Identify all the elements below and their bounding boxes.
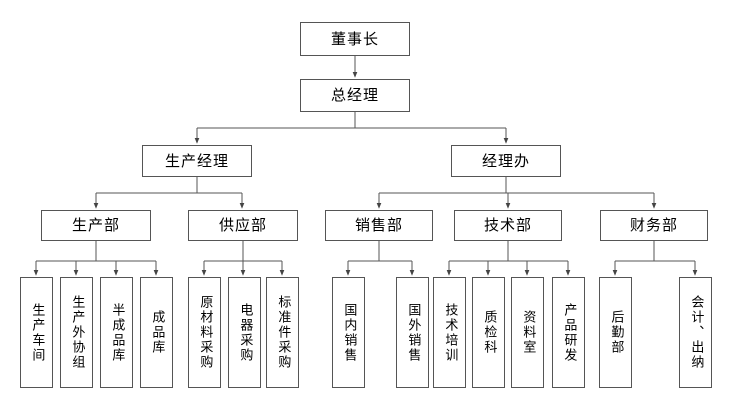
node-label: 生产外协组 bbox=[69, 295, 85, 370]
node-label: 后勤部 bbox=[608, 310, 624, 355]
node-overseas-sales[interactable]: 国外销售 bbox=[396, 277, 429, 388]
node-label: 原材料采购 bbox=[197, 295, 213, 370]
node-archives-room[interactable]: 资料室 bbox=[511, 277, 544, 388]
node-label: 半成品库 bbox=[109, 302, 125, 363]
node-raw-material-purchasing[interactable]: 原材料采购 bbox=[188, 277, 221, 388]
node-general-manager[interactable]: 总经理 bbox=[300, 79, 410, 112]
node-domestic-sales[interactable]: 国内销售 bbox=[332, 277, 365, 388]
node-label: 生产车间 bbox=[29, 302, 45, 363]
node-sales-department[interactable]: 销售部 bbox=[325, 210, 433, 241]
node-technical-training[interactable]: 技术培训 bbox=[433, 277, 466, 388]
node-electrical-purchasing[interactable]: 电器采购 bbox=[228, 277, 261, 388]
node-label: 总经理 bbox=[330, 86, 379, 105]
node-label: 董事长 bbox=[330, 29, 379, 48]
node-label: 成品库 bbox=[149, 310, 165, 355]
node-label: 会计、出纳 bbox=[688, 295, 704, 370]
node-label: 生产部 bbox=[71, 216, 120, 235]
node-logistics-department[interactable]: 后勤部 bbox=[599, 277, 632, 388]
node-technical-department[interactable]: 技术部 bbox=[454, 210, 562, 241]
node-accounting-cashier[interactable]: 会计、出纳 bbox=[679, 277, 712, 388]
node-supply-department[interactable]: 供应部 bbox=[188, 210, 298, 241]
node-production-outsourcing-group[interactable]: 生产外协组 bbox=[60, 277, 93, 388]
node-semi-finished-warehouse[interactable]: 半成品库 bbox=[100, 277, 133, 388]
node-label: 标准件采购 bbox=[275, 295, 291, 370]
node-production-department[interactable]: 生产部 bbox=[41, 210, 151, 241]
node-manager-office[interactable]: 经理办 bbox=[451, 145, 561, 177]
node-label: 产品研发 bbox=[561, 302, 577, 363]
node-label: 质检科 bbox=[481, 310, 497, 355]
node-label: 技术部 bbox=[483, 216, 532, 235]
node-product-rnd[interactable]: 产品研发 bbox=[552, 277, 585, 388]
node-chairman[interactable]: 董事长 bbox=[300, 22, 410, 56]
node-label: 国外销售 bbox=[405, 302, 421, 363]
node-production-manager[interactable]: 生产经理 bbox=[142, 145, 252, 177]
node-finished-goods-warehouse[interactable]: 成品库 bbox=[140, 277, 173, 388]
node-quality-inspection-section[interactable]: 质检科 bbox=[472, 277, 505, 388]
node-label: 经理办 bbox=[481, 151, 530, 170]
node-label: 技术培训 bbox=[442, 302, 458, 363]
node-label: 资料室 bbox=[520, 310, 536, 355]
node-label: 电器采购 bbox=[237, 302, 253, 363]
node-finance-department[interactable]: 财务部 bbox=[600, 210, 708, 241]
node-label: 供应部 bbox=[218, 216, 267, 235]
node-label: 销售部 bbox=[354, 216, 403, 235]
node-label: 生产经理 bbox=[164, 151, 229, 170]
node-label: 财务部 bbox=[629, 216, 678, 235]
node-production-workshop[interactable]: 生产车间 bbox=[20, 277, 53, 388]
node-label: 国内销售 bbox=[341, 302, 357, 363]
node-standard-parts-purchasing[interactable]: 标准件采购 bbox=[266, 277, 299, 388]
